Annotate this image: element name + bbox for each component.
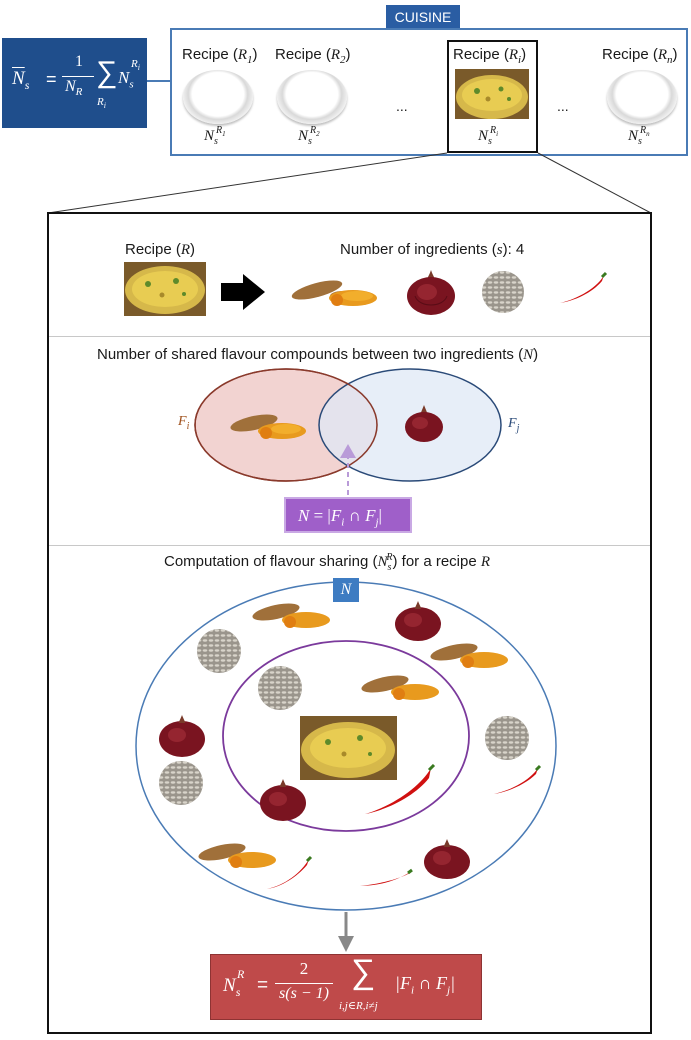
rice-icon: [257, 665, 303, 711]
rice-icon: [158, 760, 204, 806]
chili-icon: [361, 764, 437, 818]
plate-icon: [277, 70, 347, 124]
set-label-left: Fi: [178, 414, 190, 432]
section-divider: [49, 336, 650, 337]
ellipsis-2: ...: [557, 98, 569, 114]
cuisine-formula-box: Ns = 1 NR ∑ Ri Ns Ri: [2, 38, 147, 128]
onion-icon: [258, 776, 308, 822]
turmeric-icon: [224, 407, 316, 445]
chili-icon: [263, 855, 313, 893]
chili-icon: [490, 764, 542, 798]
turmeric-icon: [192, 838, 284, 874]
recipe-label-ri: Recipe (Ri): [453, 46, 527, 66]
recipe-detail-box: [47, 212, 652, 1034]
plate-icon: [607, 70, 677, 124]
recipe-n-r2: Ns: [298, 128, 312, 147]
shared-compounds-title: Number of shared flavour compounds betwe…: [97, 346, 539, 363]
plate-icon: [183, 70, 253, 124]
chili-icon: [356, 868, 414, 890]
arrow-right-icon: [221, 274, 265, 310]
recipe-n-r1: Ns: [204, 128, 218, 147]
rice-icon: [481, 270, 525, 314]
n-badge: N: [333, 578, 359, 602]
rice-icon: [484, 715, 530, 761]
recipe-dish-icon: [300, 716, 397, 780]
recipe-label-r2: Recipe (R2): [275, 46, 351, 66]
recipe-n-rn: Ns: [628, 128, 642, 147]
recipe-dish-icon: [124, 262, 206, 316]
turmeric-icon: [424, 638, 516, 674]
intersection-formula: N = |Fi ∩ Fj|: [284, 497, 412, 533]
recipe-n-ri: Ns: [478, 128, 492, 147]
set-label-right: Fj: [508, 416, 520, 434]
recipe-label-rn: Recipe (Rn): [602, 46, 678, 66]
onion-icon: [157, 712, 207, 758]
ingredient-count-label: Number of ingredients (s): 4: [340, 241, 525, 258]
ellipsis-1: ...: [396, 98, 408, 114]
rice-icon: [196, 628, 242, 674]
onion-icon: [403, 403, 445, 443]
formula-connector: [147, 80, 170, 82]
recipe-dish-icon: [455, 69, 529, 119]
highlighted-recipe-box: [447, 40, 538, 153]
computation-title: Computation of flavour sharing (NsR) for…: [164, 552, 491, 573]
recipe-label-r1: Recipe (R1): [182, 46, 258, 66]
section-divider: [49, 545, 650, 546]
onion-icon: [393, 598, 443, 642]
onion-icon: [405, 268, 457, 316]
flavour-sharing-formula: Ns R = 2 s(s − 1) ∑ i,j∈R,i≠j |Fi ∩ Fj|: [210, 953, 482, 1020]
turmeric-icon: [246, 598, 338, 634]
recipe-label: Recipe (R): [125, 241, 196, 258]
onion-icon: [422, 836, 472, 880]
turmeric-icon: [287, 270, 379, 310]
formula-lhs: N: [12, 68, 25, 89]
chili-icon: [556, 271, 608, 307]
turmeric-icon: [355, 670, 447, 706]
cuisine-title: CUISINE: [386, 5, 460, 29]
